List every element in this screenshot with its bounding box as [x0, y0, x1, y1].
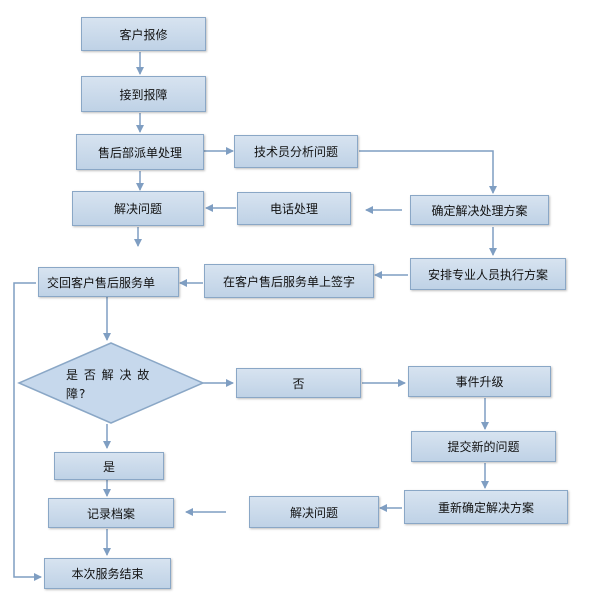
node-label: 本次服务结束: [71, 567, 144, 581]
node-yes: 是: [54, 452, 164, 480]
node-label: 提交新的问题: [447, 440, 520, 454]
node-label: 解决问题: [289, 505, 338, 520]
node-label: 售后部派单处理: [97, 145, 182, 160]
node-record-archive: 记录档案: [48, 498, 174, 528]
node-label: 技术员分析问题: [253, 145, 338, 159]
node-label: 交回客户售后服务单: [47, 275, 156, 290]
node-submit-new: 提交新的问题: [411, 431, 556, 462]
node-resolve-2: 解决问题: [249, 496, 379, 528]
node-label: 在客户售后服务单上签字: [222, 274, 355, 289]
node-label: 客户报修: [119, 27, 168, 42]
node-label: 确定解决处理方案: [431, 203, 528, 218]
node-no: 否: [236, 368, 361, 398]
node-assign-staff: 安排专业人员执行方案: [410, 258, 566, 290]
node-label: 电话处理: [269, 202, 318, 216]
arrow-return-to-end: [13, 282, 42, 581]
node-resolve-1: 解决问题: [72, 191, 204, 226]
node-label: 解决问题: [113, 202, 162, 216]
node-return-order: 交回客户售后服务单: [38, 267, 179, 297]
node-dispatch: 售后部派单处理: [76, 134, 204, 170]
node-end: 本次服务结束: [44, 558, 171, 589]
decision-label-line1: 是 否 解 决 故: [66, 368, 151, 382]
node-label: 记录档案: [86, 506, 135, 521]
node-label: 接到报障: [119, 87, 168, 102]
decision-diamond: [17, 342, 205, 424]
node-sign-order: 在客户售后服务单上签字: [204, 264, 374, 298]
decision-label-line2: 障?: [66, 387, 87, 401]
node-escalate: 事件升级: [408, 366, 551, 397]
arrow-tech-to-confirm: [359, 150, 497, 194]
node-tech-analysis: 技术员分析问题: [234, 135, 358, 168]
node-label: 安排专业人员执行方案: [427, 267, 548, 282]
node-phone-handling: 电话处理: [237, 192, 351, 225]
node-label: 重新确定解决方案: [437, 500, 534, 515]
node-reconfirm-plan: 重新确定解决方案: [404, 490, 568, 524]
node-customer-report: 客户报修: [81, 17, 206, 51]
node-receive-report: 接到报障: [81, 76, 206, 112]
node-confirm-plan: 确定解决处理方案: [410, 195, 549, 225]
node-label: 否: [292, 376, 305, 391]
node-label: 是: [102, 459, 115, 474]
node-label: 事件升级: [455, 375, 504, 389]
